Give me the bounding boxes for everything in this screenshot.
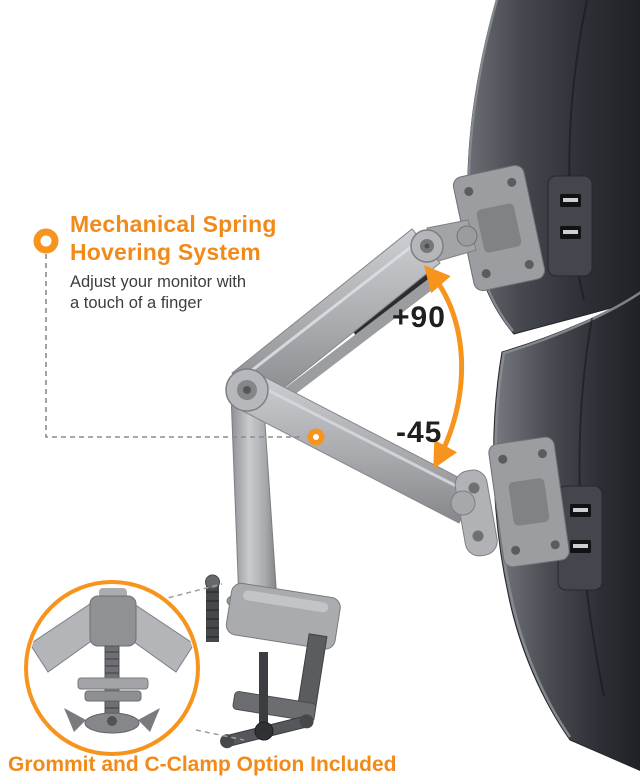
upper-arm [231, 228, 442, 414]
clamp-c-bracket [232, 633, 328, 722]
grommet-detail [29, 588, 195, 734]
bottom-monitor-vesa-plate [488, 436, 570, 568]
rotation-arrow-icon [423, 265, 465, 469]
pivot-dot-center [313, 434, 319, 440]
inset-dashed-line [195, 729, 245, 741]
clamp-screw [259, 652, 268, 730]
upper-arm-elbow-hinge [410, 229, 444, 263]
feature-body-line2: a touch of a finger [70, 294, 203, 312]
rotation-down-label: -45 [396, 416, 443, 449]
lower-arm-monitor-hinge [450, 469, 498, 557]
usb-ports-bottom [557, 485, 603, 591]
footer-caption: Grommit and C-Clamp Option Included [8, 753, 397, 776]
feature-title: Mechanical Spring Hovering System [70, 210, 277, 266]
clamp-top-plate [225, 582, 341, 650]
callout-marker-icon [33, 228, 59, 254]
feature-body-line1: Adjust your monitor with [70, 273, 247, 291]
inset-dashed-line [159, 583, 223, 601]
main-arm-joint [225, 368, 269, 412]
usb-ports-top [547, 175, 593, 277]
feature-title-line1: Mechanical Spring [70, 211, 277, 237]
clamp-knob [254, 721, 274, 741]
feature-title-line2: Hovering System [70, 239, 261, 265]
desk-clamp [205, 574, 341, 749]
feature-description: Adjust your monitor with a touch of a fi… [70, 272, 246, 314]
grommet-bolt [205, 574, 220, 642]
clamp-inset-callout [24, 580, 245, 756]
callout-dashed-connector [45, 254, 302, 438]
rotation-up-label: +90 [392, 301, 446, 334]
